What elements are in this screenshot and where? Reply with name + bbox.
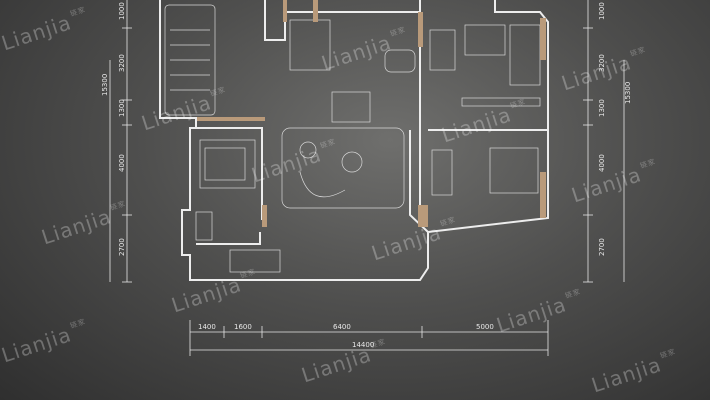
bottom-dim-text: 1400 1600 6400 5000 14400 xyxy=(198,323,494,349)
watermark-sub: 链家 xyxy=(109,199,127,213)
dim-right-5: 4000 xyxy=(598,154,606,172)
dim-right-3: 15300 xyxy=(624,82,632,104)
left-dimension-lines xyxy=(109,0,132,283)
watermark-sub: 链家 xyxy=(319,137,337,151)
dim-right-1: 1000 xyxy=(598,2,606,20)
watermark-sub: 链家 xyxy=(629,45,647,59)
watermark-sub: 链家 xyxy=(564,287,582,301)
dim-right-6: 2700 xyxy=(598,238,606,256)
dim-left-6: 2700 xyxy=(118,238,126,256)
watermark-sub: 链家 xyxy=(439,215,457,229)
right-dimension-lines xyxy=(583,0,625,283)
dim-bottom-total: 14400 xyxy=(352,341,374,349)
left-dim-text: 1000 3200 15300 1300 4000 2700 xyxy=(101,2,126,256)
accent-walls xyxy=(197,0,546,227)
dim-right-2: 3200 xyxy=(598,54,606,72)
watermark-sub: 链家 xyxy=(69,317,87,331)
dim-right-4: 1300 xyxy=(598,99,606,117)
watermark-sub: 链家 xyxy=(239,267,257,281)
dim-left-1: 1000 xyxy=(118,2,126,20)
dim-left-4: 1300 xyxy=(118,99,126,117)
watermark-sub: 链家 xyxy=(389,25,407,39)
watermark-sub: 链家 xyxy=(639,157,657,171)
dim-bottom-4: 5000 xyxy=(476,323,494,331)
dim-bottom-1: 1400 xyxy=(198,323,216,331)
watermark-sub: 链家 xyxy=(369,337,387,351)
dim-left-3: 15300 xyxy=(101,74,109,96)
watermark-sub: 链家 xyxy=(69,5,87,19)
furniture-outlines xyxy=(164,4,541,273)
watermark-sub: 链家 xyxy=(209,85,227,99)
watermark-sub: 链家 xyxy=(659,347,677,361)
watermark-sub: 链家 xyxy=(509,97,527,111)
bottom-dimension-lines xyxy=(189,320,549,356)
dim-left-2: 3200 xyxy=(118,54,126,72)
dim-bottom-3: 6400 xyxy=(333,323,351,331)
right-dim-text: 1000 3200 15300 1300 4000 2700 xyxy=(598,2,632,256)
dim-left-5: 4000 xyxy=(118,154,126,172)
dim-bottom-2: 1600 xyxy=(234,323,252,331)
